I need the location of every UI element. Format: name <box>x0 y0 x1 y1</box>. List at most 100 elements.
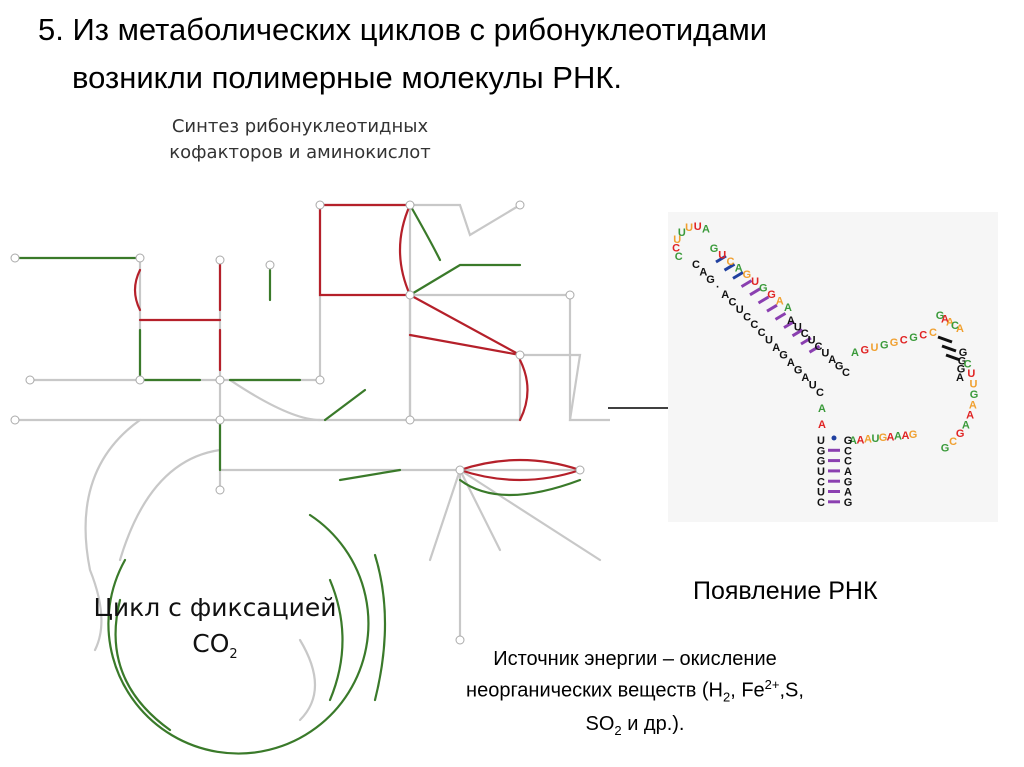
rna-bond <box>715 254 727 264</box>
rna-nucleotide: A <box>787 357 795 369</box>
rna-nucleotide: U <box>673 234 681 246</box>
rna-nucleotide: G <box>817 456 826 468</box>
rna-nucleotide: A <box>956 323 964 335</box>
rna-bond <box>945 353 961 362</box>
rna-nucleotide: U <box>817 466 825 478</box>
energy-line1: Источник энергии – окисление <box>493 648 777 670</box>
rna-nucleotide: C <box>929 327 937 339</box>
co2-text: CO <box>192 629 230 658</box>
rna-nucleotide: C <box>758 327 766 339</box>
rna-bond <box>774 312 787 321</box>
rna-nucleotide: C <box>951 320 959 332</box>
rna-nucleotide: G <box>844 476 853 488</box>
rna-nucleotide: G <box>890 337 899 349</box>
rna-nucleotide: A <box>864 434 872 446</box>
rna-base-pair-bonds <box>715 254 961 504</box>
rna-nucleotide: A <box>851 347 859 359</box>
rna-nucleotide: U <box>817 487 825 499</box>
rna-nucleotide: G <box>970 389 979 401</box>
rna-nucleotide: G <box>909 332 918 344</box>
rna-nucleotide: G <box>844 497 853 509</box>
energy-line2-sup: 2+ <box>764 677 780 692</box>
rna-bond <box>757 295 770 305</box>
network-nodes <box>10 200 585 645</box>
rna-nucleotide: C <box>817 476 825 488</box>
rna-nucleotide: G <box>817 445 826 457</box>
rna-nucleotide: A <box>735 263 743 275</box>
rna-nucleotide: U <box>765 334 773 346</box>
rna-nucleotide: U <box>808 335 816 347</box>
rna-bond <box>723 262 736 272</box>
rna-nucleotide: U <box>821 348 829 360</box>
rna-nucleotide: U <box>736 304 744 316</box>
rna-appearance-caption: Появление РНК <box>693 577 878 605</box>
rna-nucleotide: G <box>844 435 853 447</box>
slide-title-line2: возникли полимерные молекулы РНК. <box>72 60 623 95</box>
rna-nucleotide: G <box>794 364 803 376</box>
rna-nucleotide: C <box>900 335 908 347</box>
energy-line2-c: ,S, <box>779 679 804 702</box>
network-label-line2: кофакторов и аминокислот <box>169 142 431 163</box>
rna-nucleotide: G <box>710 243 719 255</box>
rna-nucleotide: C <box>743 312 751 324</box>
rna-nucleotide: A <box>844 487 852 499</box>
rna-nucleotide: G <box>767 289 776 301</box>
energy-line2-b: , Fe <box>730 679 765 702</box>
rna-nucleotide: G <box>835 361 844 373</box>
rna-bond <box>791 328 804 338</box>
rna-nucleotide: A <box>849 435 857 447</box>
rna-nucleotide: C <box>949 436 957 448</box>
rna-bond <box>808 344 821 354</box>
network-label: Синтез рибонуклеотидных кофакторов и ами… <box>150 114 450 166</box>
rna-bond <box>941 344 957 353</box>
rna-nucleotide: U <box>751 276 759 288</box>
rna-nucleotide: G <box>860 345 869 357</box>
network-label-line1: Синтез рибонуклеотидных <box>171 116 429 137</box>
energy-line2: неорганических веществ (H2, Fe2+,S, <box>405 672 865 711</box>
co2-cycle-label-line1: Цикл с фиксацией <box>93 593 337 622</box>
rna-nucleotide: A <box>818 403 826 415</box>
rna-nucleotide: A <box>699 267 707 279</box>
rna-nucleotide: C <box>844 456 852 468</box>
rna-nucleotide: C <box>750 319 758 331</box>
rna-nucleotide: C <box>675 251 683 263</box>
rna-nucleotide: A <box>828 354 836 366</box>
rna-nucleotide: U <box>969 378 977 390</box>
rna-nucleotide: A <box>857 434 865 446</box>
energy-line2-a: неорганических веществ (H <box>466 679 723 702</box>
rna-bond <box>800 336 812 346</box>
rna-nucleotide: U <box>871 342 879 354</box>
rna-nucleotide: C <box>801 328 809 340</box>
rna-nucleotide: G <box>958 355 967 367</box>
rna-bond <box>732 271 744 280</box>
rna-nucleotide: U <box>685 222 693 234</box>
rna-nucleotide: G <box>879 432 888 444</box>
energy-line3-a: SO <box>585 712 615 735</box>
rna-nucleotide: G <box>880 340 889 352</box>
rna-nucleotide: U <box>718 250 726 262</box>
rna-nucleotide: C <box>842 367 850 379</box>
rna-bond <box>749 287 761 297</box>
rna-nucleotide: A <box>721 289 729 301</box>
rna-nucleotide: A <box>844 466 852 478</box>
co2-cycle-label: Цикл с фиксацией CO2 <box>60 590 370 673</box>
rna-bond <box>937 335 953 344</box>
rna-nucleotide: A <box>787 315 795 327</box>
rna-nucleotide: G <box>941 443 950 455</box>
rna-nucleotide: A <box>702 224 710 236</box>
rna-nucleotide: G <box>909 429 918 441</box>
rna-bond <box>740 279 753 288</box>
rna-nucleotide: U <box>817 435 825 447</box>
energy-line3-b: и др.). <box>621 712 685 735</box>
rna-nucleotide: C <box>964 358 972 370</box>
rna-nucleotide: C <box>726 256 734 268</box>
energy-line2-sub: 2 <box>722 689 731 705</box>
rna-nucleotide: G <box>957 364 966 376</box>
energy-line3: SO2 и др.). <box>405 711 865 744</box>
rna-bond <box>766 303 778 313</box>
co2-subscript: 2 <box>229 647 238 662</box>
rna-nucleotide: U <box>872 433 880 445</box>
rna-nucleotide: G <box>759 282 768 294</box>
